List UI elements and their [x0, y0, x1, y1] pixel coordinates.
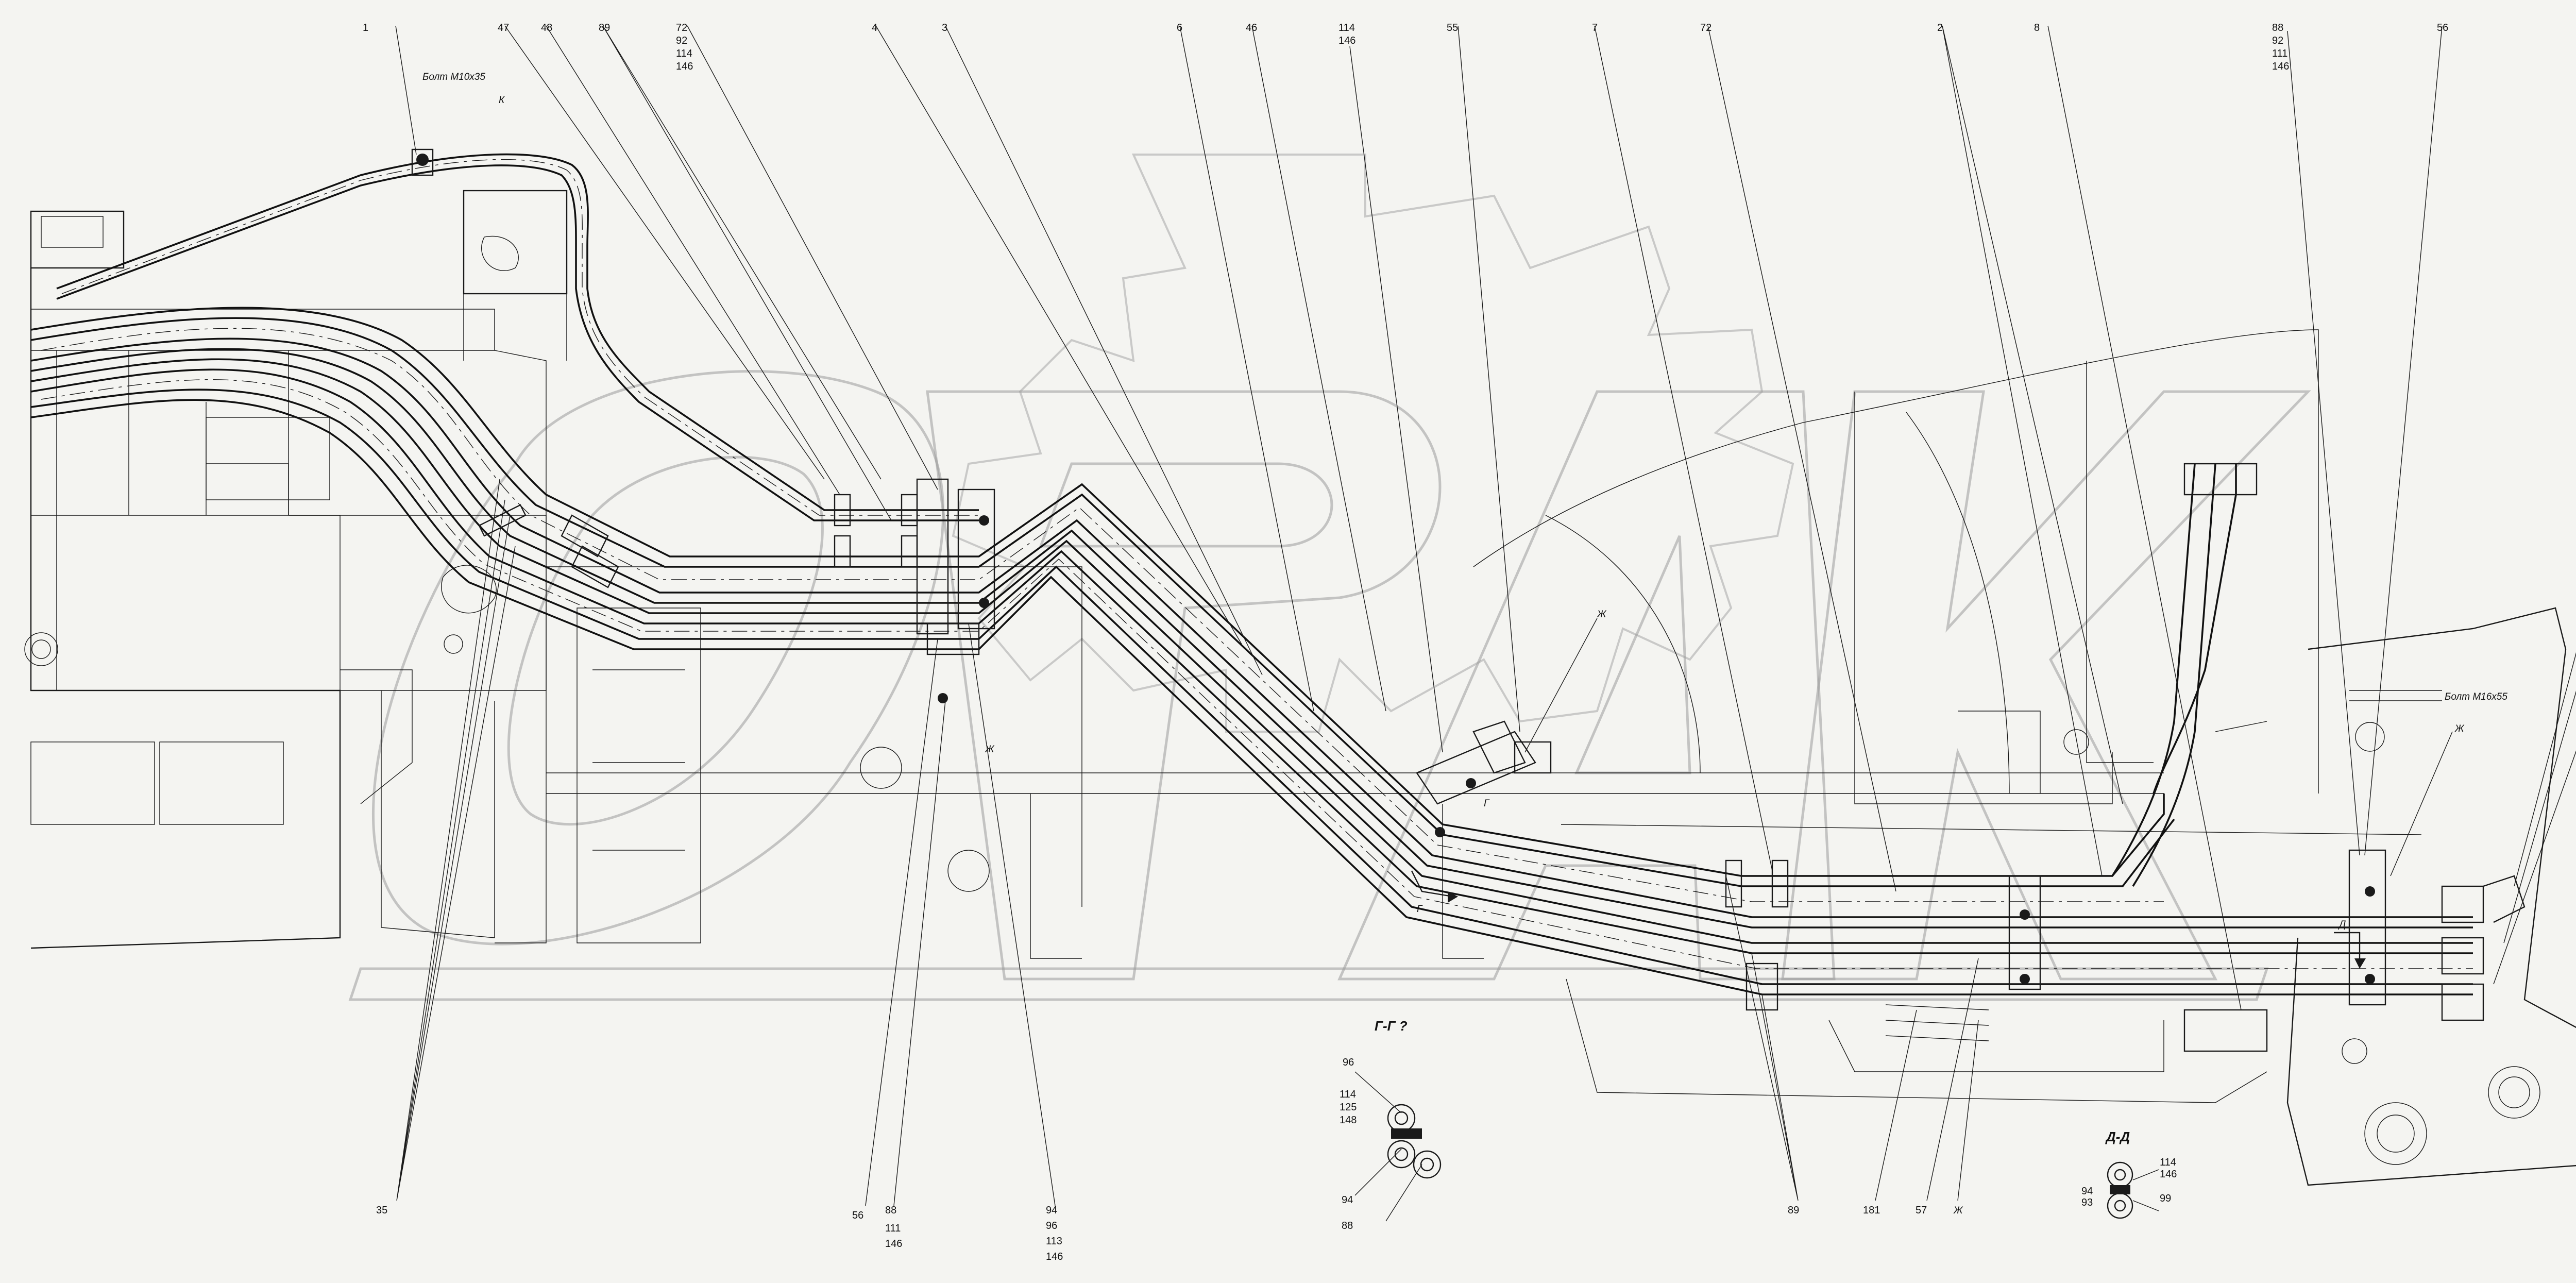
callout-181: 181 — [1863, 1205, 1880, 1216]
machine-left-housing — [24, 210, 547, 949]
callouts-top: 1 47 48 89 72 92 114 146 4 3 6 46 114 14… — [363, 22, 2448, 106]
callout-88-bottom-1: 111 — [885, 1223, 901, 1234]
callout-94-bottom-2: 113 — [1046, 1236, 1062, 1247]
callout-46: 46 — [1246, 22, 1257, 33]
callout-94-bottom-0: 94 — [1046, 1205, 1057, 1216]
pipe-bundle — [30, 153, 2473, 995]
pipe-top-return — [56, 153, 979, 511]
gg-callout-125: 125 — [1340, 1102, 1357, 1113]
callout-72-stack-3: 146 — [676, 61, 693, 72]
callout-88-bottom-2: 146 — [885, 1238, 902, 1250]
view-g-upper: Г — [1484, 798, 1490, 809]
callout-47: 47 — [498, 22, 509, 33]
dd-callout-114: 114 — [2160, 1157, 2176, 1168]
callout-114-stack-1: 146 — [1338, 35, 1355, 46]
callout-114-stack-0: 114 — [1338, 22, 1355, 33]
dd-callout-146: 146 — [2160, 1169, 2177, 1180]
callout-35: 35 — [376, 1205, 387, 1216]
callouts-right: 166 164 163 Болт М16х55 Ж Д — [2338, 691, 2507, 930]
cab-outline — [1473, 329, 2319, 804]
watermark-gear-icon — [952, 154, 1794, 733]
gg-callout-114: 114 — [1340, 1089, 1356, 1100]
section-dd-detail — [2107, 1161, 2159, 1219]
callout-72-stack-2: 114 — [676, 48, 692, 59]
gg-callout-88: 88 — [1342, 1220, 1353, 1231]
watermark-letter-k — [1781, 390, 2311, 981]
callout-4: 4 — [872, 22, 877, 33]
callout-94-bottom-1: 96 — [1046, 1220, 1057, 1231]
callout-89: 89 — [599, 22, 610, 33]
dd-callout-93: 93 — [2081, 1197, 2093, 1208]
callout-6: 6 — [1177, 22, 1182, 33]
callout-56-top: 56 — [2437, 22, 2448, 33]
callout-72b: 72 — [1700, 22, 1711, 33]
rear-frame — [2286, 607, 2576, 1186]
view-zh-mid: Ж — [1597, 609, 1607, 620]
section-gg-title: Г-Г ? — [1375, 1018, 1408, 1034]
section-dd-labels: Д-Д 114 146 94 93 99 — [2081, 1129, 2177, 1208]
watermark-logo — [348, 154, 2311, 1001]
callout-2: 2 — [1937, 22, 1943, 33]
callout-88-bottom-0: 88 — [885, 1205, 896, 1216]
callout-89-bottom: 89 — [1788, 1205, 1799, 1216]
view-zh-left: Ж — [985, 744, 995, 755]
callout-8: 8 — [2034, 22, 2040, 33]
callout-94-bottom-3: 146 — [1046, 1251, 1063, 1262]
view-g-lower: Г — [1417, 904, 1423, 915]
callout-88-stack-1: 92 — [2272, 35, 2283, 46]
callout-56-bottom: 56 — [852, 1210, 863, 1221]
view-d-marker: Д — [2338, 919, 2346, 930]
callout-48: 48 — [541, 22, 552, 33]
callout-1: 1 — [363, 22, 368, 33]
bolt-m16-label: Болт М16х55 — [2445, 691, 2507, 702]
leader-lines — [395, 25, 2576, 1222]
gg-callout-94: 94 — [1342, 1194, 1353, 1206]
watermark-letter-o — [372, 370, 945, 946]
callout-88-stack-0: 88 — [2272, 22, 2283, 33]
callouts-bottom: 35 56 88 111 146 94 96 113 146 89 181 57… — [376, 1205, 1963, 1262]
view-zh-bottom: Ж — [1953, 1205, 1963, 1216]
view-zh-right: Ж — [2454, 723, 2465, 734]
watermark-letter-a — [1337, 390, 1836, 981]
callout-3: 3 — [942, 22, 947, 33]
callout-72-stack-1: 92 — [676, 35, 687, 46]
callouts-mid: Ж Ж Г Г — [985, 609, 1607, 915]
callout-57: 57 — [1916, 1205, 1927, 1216]
clamps — [411, 148, 2526, 1052]
callout-7: 7 — [1592, 22, 1598, 33]
section-markers — [1411, 870, 2366, 969]
watermark-underline — [348, 967, 2269, 1001]
section-dd-title: Д-Д — [2105, 1129, 2130, 1144]
view-k-label: К — [499, 95, 505, 106]
callout-72-stack-0: 72 — [676, 22, 687, 33]
section-gg-detail — [1387, 1104, 1442, 1179]
callout-88-stack-2: 111 — [2272, 48, 2287, 59]
chassis-frame — [494, 350, 2422, 1103]
gg-callout-148: 148 — [1340, 1115, 1357, 1126]
watermark-letter-o-inner — [507, 455, 824, 826]
bolt-m10-label: Болт М10х35 — [422, 72, 485, 82]
dd-callout-99: 99 — [2160, 1193, 2171, 1204]
callout-88-stack-3: 146 — [2272, 61, 2289, 72]
section-gg-labels: Г-Г ? 96 114 125 148 94 88 — [1340, 1018, 1408, 1231]
dd-callout-94: 94 — [2081, 1186, 2093, 1197]
watermark-letter-r — [926, 390, 1442, 981]
callout-55: 55 — [1447, 22, 1458, 33]
gg-callout-96: 96 — [1343, 1057, 1354, 1068]
